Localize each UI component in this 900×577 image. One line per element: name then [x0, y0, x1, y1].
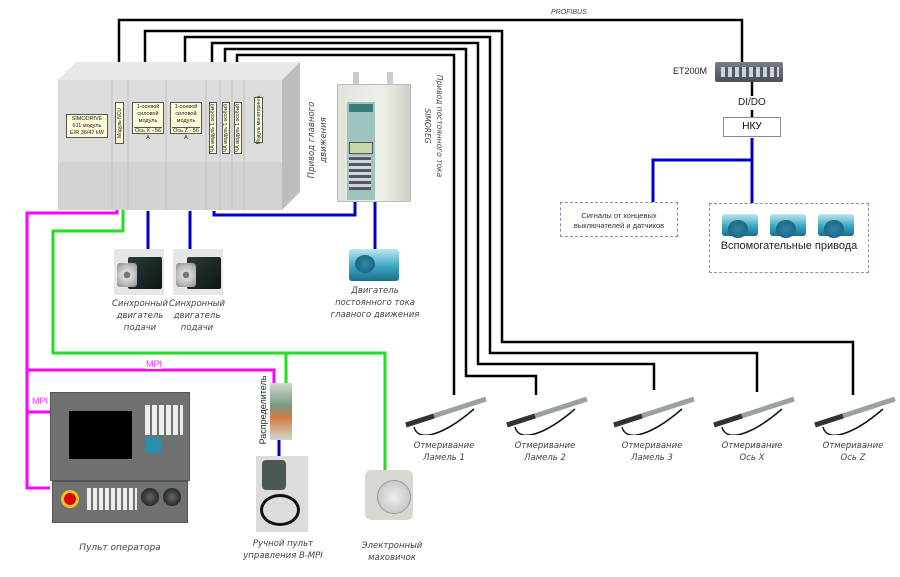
override-knob-2[interactable]	[163, 488, 181, 506]
operator-screen	[69, 411, 132, 459]
servo-motor-2-caption: Синхронный двигатель подачи	[169, 299, 225, 333]
module-axis-x-label: 1-осевой силовой модуль Ось X - 56 A	[132, 102, 164, 141]
operator-softkeys	[145, 405, 183, 435]
module-ch1-label: ЧА модуль 1 особый	[209, 102, 217, 154]
module-ch3-label: ЧА модуль 1 особый	[234, 102, 242, 154]
servo-motor-2[interactable]	[173, 249, 223, 295]
nku-box[interactable]: НКУ	[723, 117, 781, 137]
linear-scale-1[interactable]	[404, 395, 494, 436]
et200m-module[interactable]	[715, 62, 783, 82]
mpi-label-top: MPI	[146, 359, 163, 369]
rack-body	[58, 62, 300, 210]
electronic-handwheel[interactable]	[365, 470, 413, 520]
aux-motor-3	[818, 214, 854, 238]
profibus-label: PROFIBUS	[551, 9, 587, 16]
module-er-label: SIMODRIVE 611 модуль E/R 36/47 kW	[66, 114, 108, 138]
signals-box: Сигналы от концевых выключателей и датчи…	[560, 202, 678, 237]
signals-text: Сигналы от концевых выключателей и датчи…	[573, 211, 665, 230]
simoreg-display	[349, 142, 373, 154]
dc-motor-caption: Двигатель постоянного тока главного движ…	[330, 286, 420, 320]
operator-panel[interactable]	[50, 392, 190, 523]
linear-scale-2[interactable]	[505, 395, 595, 436]
simoreg-label-right: Привод постоянного тока SIMOREG	[423, 74, 444, 178]
handheld-terminal[interactable]	[256, 456, 308, 532]
simodrive-rack[interactable]: SIMODRIVE 611 модуль E/R 36/47 kW Модуль…	[58, 62, 300, 212]
encoder-line-lam3	[210, 41, 656, 390]
encoder-line-ozZ	[143, 29, 855, 395]
operator-panel-caption: Пульт оператора	[79, 543, 161, 553]
encoder-line-osX	[183, 35, 759, 392]
simoreg-keypad	[349, 156, 371, 190]
et200m-label: ET200M	[673, 66, 708, 76]
aux-motor-1	[722, 214, 758, 238]
module-ncu-label: Модуль NCU	[115, 102, 124, 144]
aux-drives-box: Вспомогательные привода	[709, 203, 869, 273]
drive-bus-simoreg	[212, 200, 357, 217]
module-ch2-label: ЧА модуль 1 особый	[222, 102, 230, 154]
simoreg-drive[interactable]	[333, 72, 413, 202]
simoreg-label-left: Привод главного движения	[307, 101, 329, 179]
distributor-label: Распределитель	[258, 375, 268, 445]
aux-drives-text: Вспомогательные привода	[720, 240, 858, 252]
mpi-line-distributor	[27, 368, 276, 385]
module-mon-label: Модуль мониторинга	[254, 95, 263, 145]
servo-motor-1[interactable]	[114, 249, 164, 295]
emergency-stop-button[interactable]	[61, 490, 79, 508]
dc-motor[interactable]	[349, 249, 399, 281]
servo-motor-1-caption: Синхронный двигатель подачи	[112, 299, 168, 333]
nku-bus	[651, 138, 754, 205]
distributor[interactable]	[270, 383, 292, 440]
override-knob-1[interactable]	[141, 488, 159, 506]
mpi-label-left: MPI	[32, 396, 49, 406]
operator-cursor-keys	[145, 437, 161, 453]
module-axis-z-label: 1-осевой силовой модуль Ось Z - 56 A	[170, 102, 202, 141]
linear-scale-4[interactable]	[712, 395, 802, 436]
handwheel-caption: Электронный маховичок	[361, 541, 423, 563]
encoder-line-lam2	[223, 47, 538, 395]
aux-motor-2	[770, 214, 806, 238]
handwheel-line	[51, 178, 387, 470]
linear-scale-5[interactable]	[813, 395, 900, 436]
linear-scale-3[interactable]	[612, 395, 702, 436]
didio-label: DI/DO	[738, 97, 766, 108]
handheld-terminal-caption: Ручной пульт управления B-MPI	[243, 539, 323, 561]
